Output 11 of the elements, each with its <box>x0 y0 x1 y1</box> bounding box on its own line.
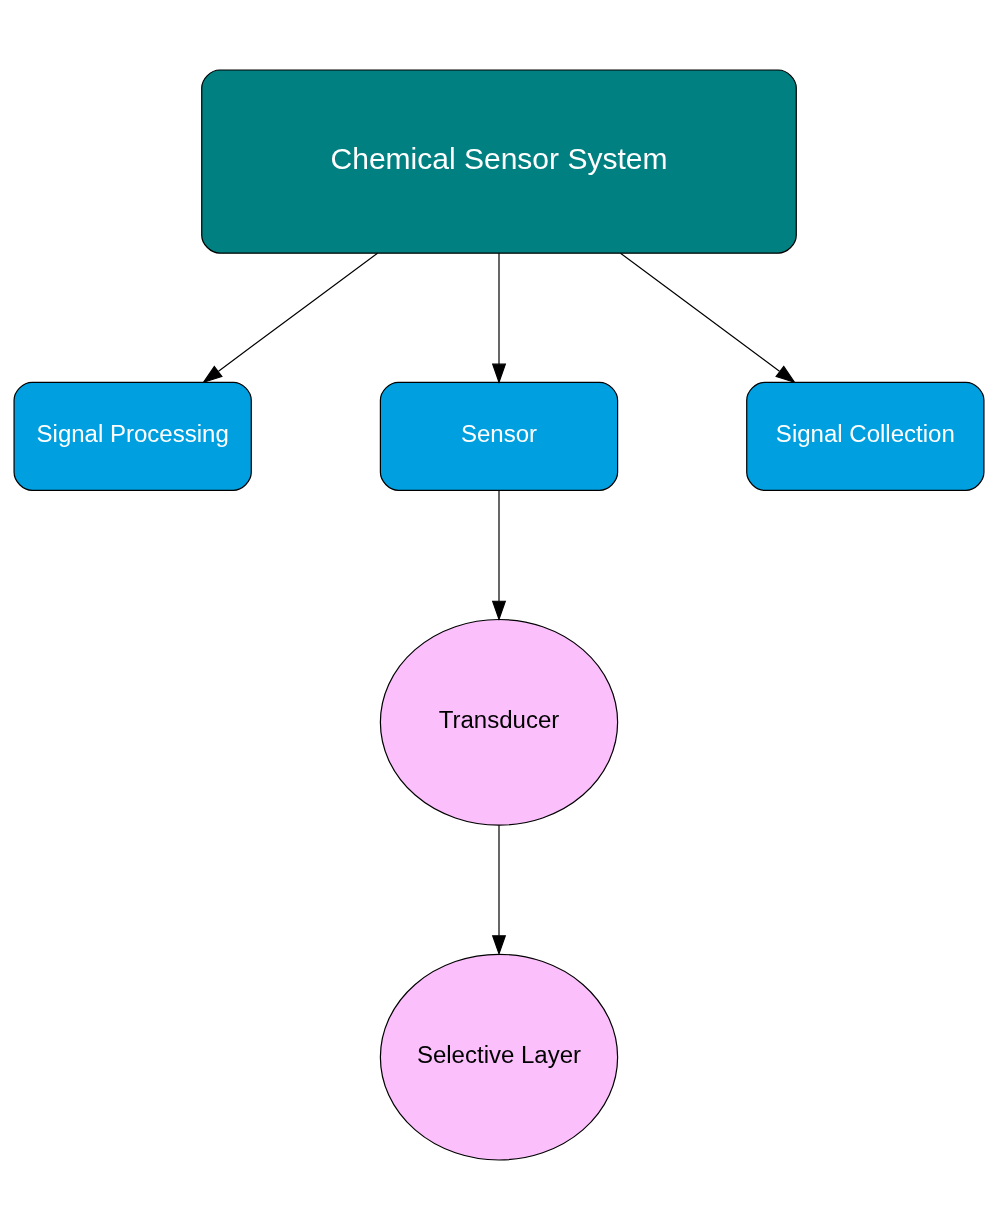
arrow <box>491 824 507 956</box>
arrow <box>619 252 796 384</box>
node-box: Sensor <box>379 381 619 491</box>
arrow <box>202 252 379 384</box>
arrow <box>491 252 507 385</box>
node-box: Chemical Sensor System <box>201 69 797 254</box>
node-box: Signal Collection <box>746 381 985 491</box>
node-ellipse: Selective Layer <box>379 953 619 1161</box>
node-ellipse: Transducer <box>379 618 619 826</box>
node-box: Signal Processing <box>13 381 252 491</box>
arrow <box>491 489 507 622</box>
